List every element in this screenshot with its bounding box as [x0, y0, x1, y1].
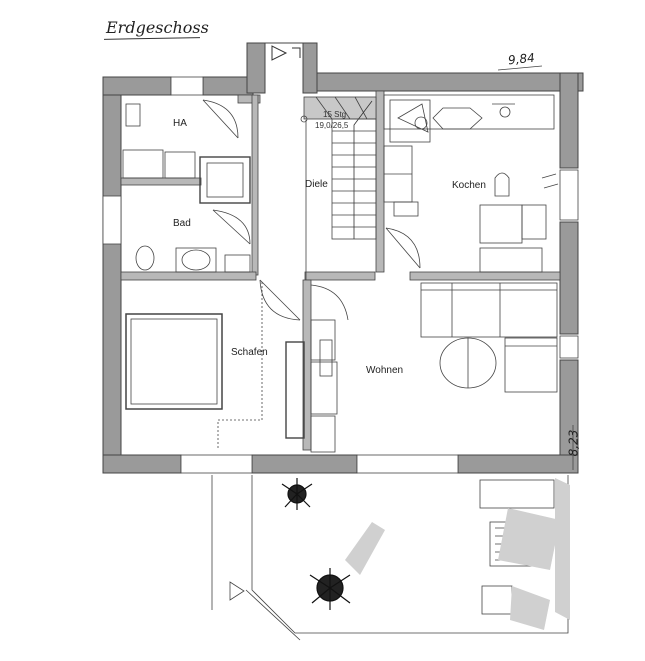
diele-doors — [259, 120, 421, 321]
room-label-kochen: Kochen — [452, 180, 486, 191]
room-label-ha: HA — [173, 118, 187, 129]
living-furniture — [319, 282, 558, 393]
windows — [102, 76, 579, 474]
room-label-bad: Bad — [173, 218, 191, 229]
dimension-lines — [497, 65, 574, 470]
plants — [281, 478, 351, 610]
kitchen-furniture — [383, 94, 559, 273]
room-label-wohnen: Wohnen — [366, 365, 404, 376]
stair-steps-label: 15 Stg — [323, 110, 347, 119]
chimney — [246, 42, 318, 94]
plan-title: Erdgeschoss — [106, 18, 209, 37]
room-label-diele: Diele — [305, 179, 328, 190]
stair-rise-label: 19,0/26,5 — [315, 121, 349, 130]
dimension-depth: 8,23 — [566, 429, 581, 457]
ha-fixtures — [125, 99, 239, 139]
outer-walls — [102, 72, 584, 474]
terrace-shadows — [345, 478, 570, 630]
dimension-width: 9,84 — [507, 50, 536, 68]
interior-walls — [120, 90, 561, 451]
staircase — [300, 96, 377, 240]
bedroom-furniture — [125, 282, 338, 453]
bad-fixtures — [122, 149, 251, 273]
room-label-schafen: Schafen — [231, 347, 268, 358]
